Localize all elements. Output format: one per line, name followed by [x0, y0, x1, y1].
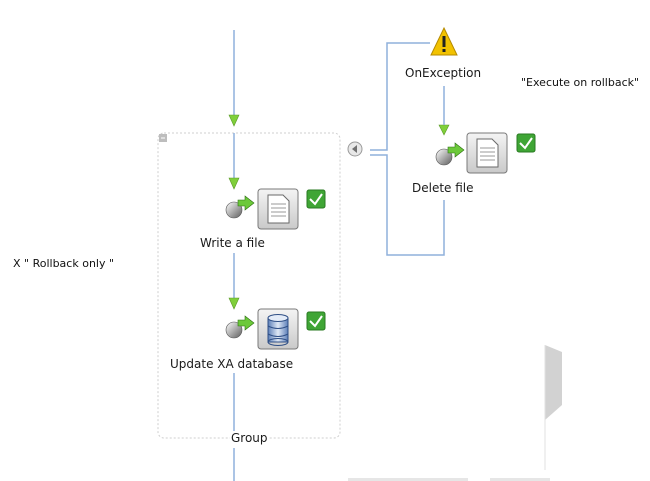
group-container[interactable]: [157, 132, 341, 439]
write-file-label: Write a file: [200, 236, 265, 250]
write-file-activity[interactable]: [225, 188, 299, 230]
on-exception-label: OnException: [405, 66, 482, 80]
update-db-label: Update XA database: [170, 357, 294, 371]
warning-icon[interactable]: [430, 26, 458, 56]
execute-on-rollback-note: "Execute on rollback": [521, 76, 640, 89]
delete-file-check-icon: [516, 133, 536, 153]
flow-arrows: [228, 114, 450, 310]
delete-file-label: Delete file: [412, 181, 474, 195]
group-label: Group: [230, 431, 269, 445]
write-file-check-icon: [306, 189, 326, 209]
exception-branch-line: [370, 42, 445, 256]
update-db-activity[interactable]: [225, 308, 299, 350]
delete-file-activity[interactable]: [435, 132, 508, 174]
background-shape: [545, 345, 562, 420]
rollback-only-note: X " Rollback only ": [13, 257, 115, 270]
update-db-check-icon: [306, 311, 326, 331]
